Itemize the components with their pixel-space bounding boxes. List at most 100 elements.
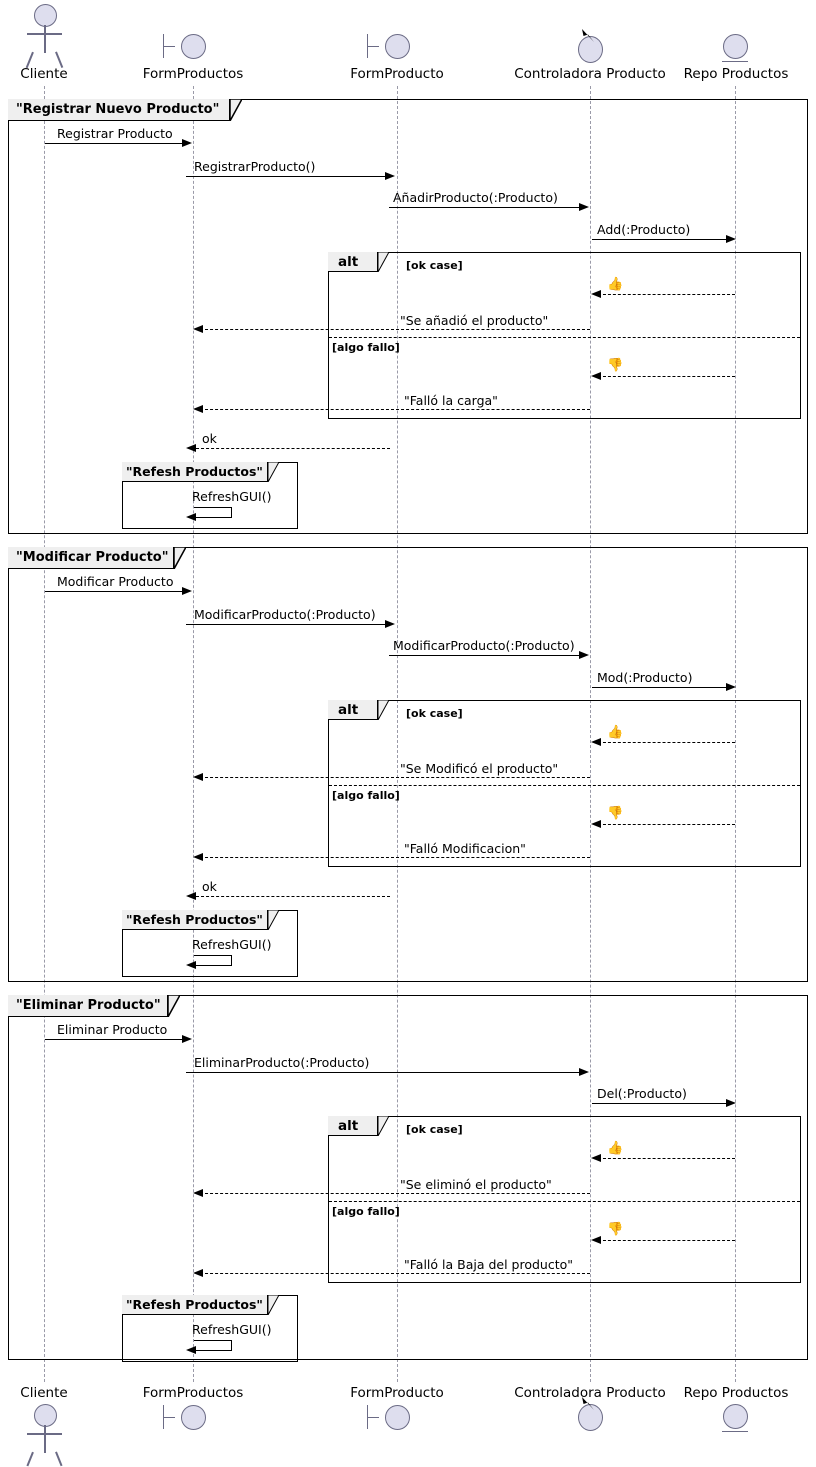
message-label: RefreshGUI() [192, 1322, 272, 1337]
arrowhead-right-icon [385, 619, 395, 628]
guard-label: [ok case] [406, 259, 463, 272]
thumbs-down-icon: 👎 [607, 1222, 624, 1237]
message-label: RefreshGUI() [192, 937, 272, 952]
self-call-arrow [194, 507, 232, 518]
lifeline-controladora [590, 86, 591, 1382]
alt-tab-notch [378, 700, 389, 720]
arrowhead-left-icon [193, 1188, 203, 1197]
fragment-label-eliminar: "Eliminar Producto" [8, 995, 168, 1017]
guard-label: [algo fallo] [332, 341, 400, 354]
message-arrow [186, 1072, 579, 1073]
message-arrow [592, 239, 726, 240]
thumbs-up-icon: 👍 [607, 725, 624, 740]
alt-branch-divider [329, 1201, 800, 1202]
arrowhead-right-icon [579, 1067, 589, 1076]
refresh-tab-notch [268, 462, 279, 482]
arrowhead-left-icon [591, 289, 601, 298]
message-arrow [45, 1039, 183, 1040]
message-label: ModificarProducto(:Producto) [194, 607, 376, 622]
arrowhead-right-icon [726, 234, 736, 243]
arrowhead-left-icon [193, 404, 203, 413]
message-arrow [598, 742, 735, 743]
message-label: "Se añadió el producto" [400, 313, 549, 328]
message-label: AñadirProducto(:Producto) [393, 190, 558, 205]
message-arrow [598, 376, 735, 377]
message-label: Eliminar Producto [57, 1022, 168, 1037]
message-label: Registrar Producto [57, 126, 173, 141]
fragment-modificar [8, 547, 808, 982]
message-label: "Falló la carga" [404, 393, 498, 408]
fragment-tab-notch [230, 99, 242, 121]
message-label: "Falló Modificacion" [404, 841, 526, 856]
arrowhead-left-icon [193, 1268, 203, 1277]
arrowhead-right-icon [726, 1098, 736, 1107]
message-arrow [592, 687, 726, 688]
arrowhead-left-icon [186, 443, 196, 452]
message-arrow [200, 857, 590, 858]
message-label: Modificar Producto [57, 574, 174, 589]
lifeline-repo [735, 86, 736, 1382]
arrowhead-right-icon [182, 586, 192, 595]
arrowhead-right-icon [579, 650, 589, 659]
arrowhead-left-icon [193, 772, 203, 781]
control-arrow-icon [582, 1397, 594, 1410]
message-arrow [196, 896, 390, 897]
message-arrow [389, 655, 579, 656]
alt-tab-notch [378, 1116, 389, 1136]
participant-label-cliente: Cliente [20, 66, 68, 82]
thumbs-down-icon: 👎 [607, 806, 624, 821]
arrowhead-left-icon [591, 1153, 601, 1162]
arrowhead-left-icon [591, 371, 601, 380]
alt-fragment [328, 700, 801, 867]
message-label: ModificarProducto(:Producto) [393, 638, 575, 653]
participant-label-formproducto-bottom: FormProducto [350, 1385, 444, 1401]
arrowhead-left-icon [193, 324, 203, 333]
fragment-label-modificar: "Modificar Producto" [8, 547, 174, 569]
message-arrow [598, 294, 735, 295]
alt-operator-label: alt [328, 1116, 378, 1136]
refresh-tab-notch [268, 910, 279, 930]
guard-label: [algo fallo] [332, 789, 400, 802]
message-arrow [598, 1240, 735, 1241]
lifeline-formproducto [397, 86, 398, 1382]
arrowhead-right-icon [182, 1034, 192, 1043]
message-arrow [186, 176, 385, 177]
arrowhead-left-icon [186, 960, 196, 969]
guard-label: [ok case] [406, 1123, 463, 1136]
message-label: Add(:Producto) [597, 222, 691, 237]
message-label: "Falló la Baja del producto" [404, 1257, 574, 1272]
refresh-fragment-label: "Refesh Productos" [122, 910, 268, 930]
guard-label: [ok case] [406, 707, 463, 720]
message-arrow [598, 1158, 735, 1159]
thumbs-down-icon: 👎 [607, 358, 624, 373]
participant-label-formproducto: FormProducto [350, 66, 444, 82]
thumbs-up-icon: 👍 [607, 1141, 624, 1156]
message-arrow [45, 591, 183, 592]
message-label: Del(:Producto) [597, 1086, 687, 1101]
alt-branch-divider [329, 337, 800, 338]
arrowhead-right-icon [182, 138, 192, 147]
refresh-fragment-label: "Refesh Productos" [122, 1295, 268, 1315]
message-arrow [45, 143, 183, 144]
message-label: "Se Modificó el producto" [400, 761, 559, 776]
alt-tab-notch [378, 252, 389, 272]
message-label: RegistrarProducto() [194, 159, 316, 174]
fragment-tab-notch [168, 995, 180, 1017]
participant-label-repo: Repo Productos [683, 66, 789, 82]
thumbs-up-icon: 👍 [607, 277, 624, 292]
message-label: "Se eliminó el producto" [400, 1177, 552, 1192]
fragment-tab-notch [174, 547, 186, 569]
participant-label-formproductos-bottom: FormProductos [142, 1385, 244, 1401]
message-arrow [592, 1103, 726, 1104]
arrowhead-left-icon [186, 1345, 196, 1354]
self-call-arrow [194, 955, 232, 966]
message-arrow [200, 409, 590, 410]
alt-operator-label: alt [328, 700, 378, 720]
arrowhead-left-icon [591, 819, 601, 828]
refresh-fragment-label: "Refesh Productos" [122, 462, 268, 482]
message-arrow [186, 624, 385, 625]
fragment-label-registrar: "Registrar Nuevo Producto" [8, 99, 230, 121]
participant-label-controladora-bottom: Controladora Producto [514, 1385, 666, 1401]
arrowhead-left-icon [186, 891, 196, 900]
